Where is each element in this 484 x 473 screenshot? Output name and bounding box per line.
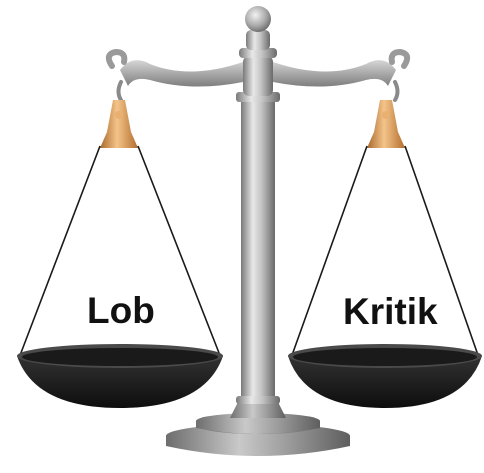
right-hanger [367,100,405,148]
right-pan [288,344,482,408]
left-pan-label: Lob [87,290,155,331]
left-pan [17,344,223,408]
finial-knob [245,6,271,32]
scale-base [166,398,350,456]
scale-pole [236,6,280,404]
left-pan-assembly [17,100,223,408]
scale-beam [105,48,411,102]
right-pan-label: Kritik [343,291,438,332]
left-hanger [100,100,138,148]
right-pan-assembly [288,100,482,408]
